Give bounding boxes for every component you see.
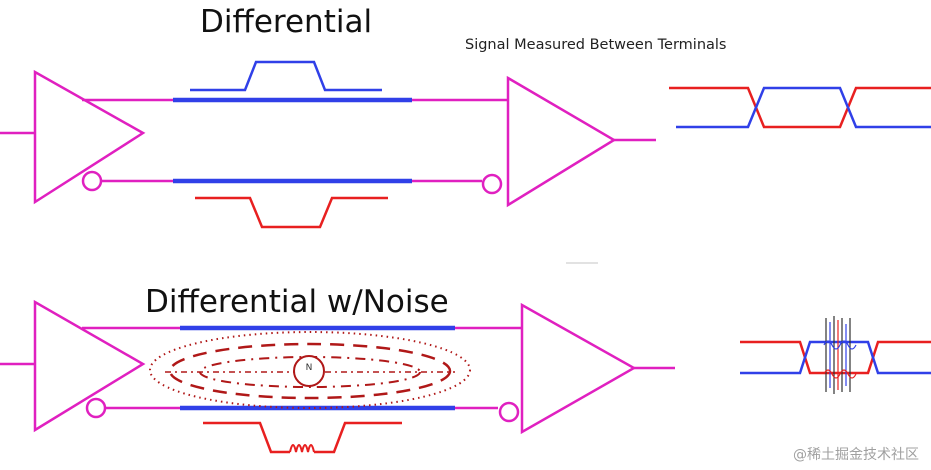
noise-source-label: N	[305, 363, 313, 373]
top-measured-waveform	[669, 86, 931, 129]
diagram-title-differential: Differential	[200, 4, 373, 40]
noise-source-icon	[293, 355, 325, 387]
bottom-receiver-triangle	[520, 302, 637, 435]
top-transmitter-inverting-bubble	[81, 170, 103, 192]
bottom-transmitter-triangle	[33, 299, 146, 433]
signal-measured-caption: Signal Measured Between Terminals	[465, 37, 727, 53]
bottom-measured-noise-spikes	[823, 316, 857, 394]
bottom-measured-blue-trace	[740, 340, 931, 375]
top-receiver-triangle	[506, 75, 617, 208]
top-measured-red-trace	[669, 86, 931, 129]
bottom-measured-red-trace	[740, 340, 931, 375]
top-transmitter-triangle	[33, 69, 146, 205]
bottom-noise-coil	[289, 444, 315, 453]
top-positive-pulse	[190, 60, 382, 92]
bottom-circuit	[0, 299, 931, 454]
noise-field-outer-ring	[149, 331, 471, 409]
top-measured-blue-trace	[676, 86, 931, 129]
bottom-negative-pulse	[203, 421, 290, 454]
bottom-receiver-inverting-bubble	[498, 401, 520, 423]
top-negative-pulse	[195, 196, 388, 229]
top-receiver-inverting-bubble	[481, 173, 503, 195]
bottom-measured-waveform	[740, 316, 931, 394]
watermark-text: @稀土掘金技术社区	[793, 447, 919, 463]
bottom-transmitter-inverting-bubble	[85, 397, 107, 419]
noise-field-middle-ring	[168, 342, 452, 400]
top-circuit	[0, 60, 931, 229]
bottom-negative-pulse-tail	[314, 421, 402, 454]
diagram-title-differential-with-noise: Differential w/Noise	[145, 284, 449, 320]
